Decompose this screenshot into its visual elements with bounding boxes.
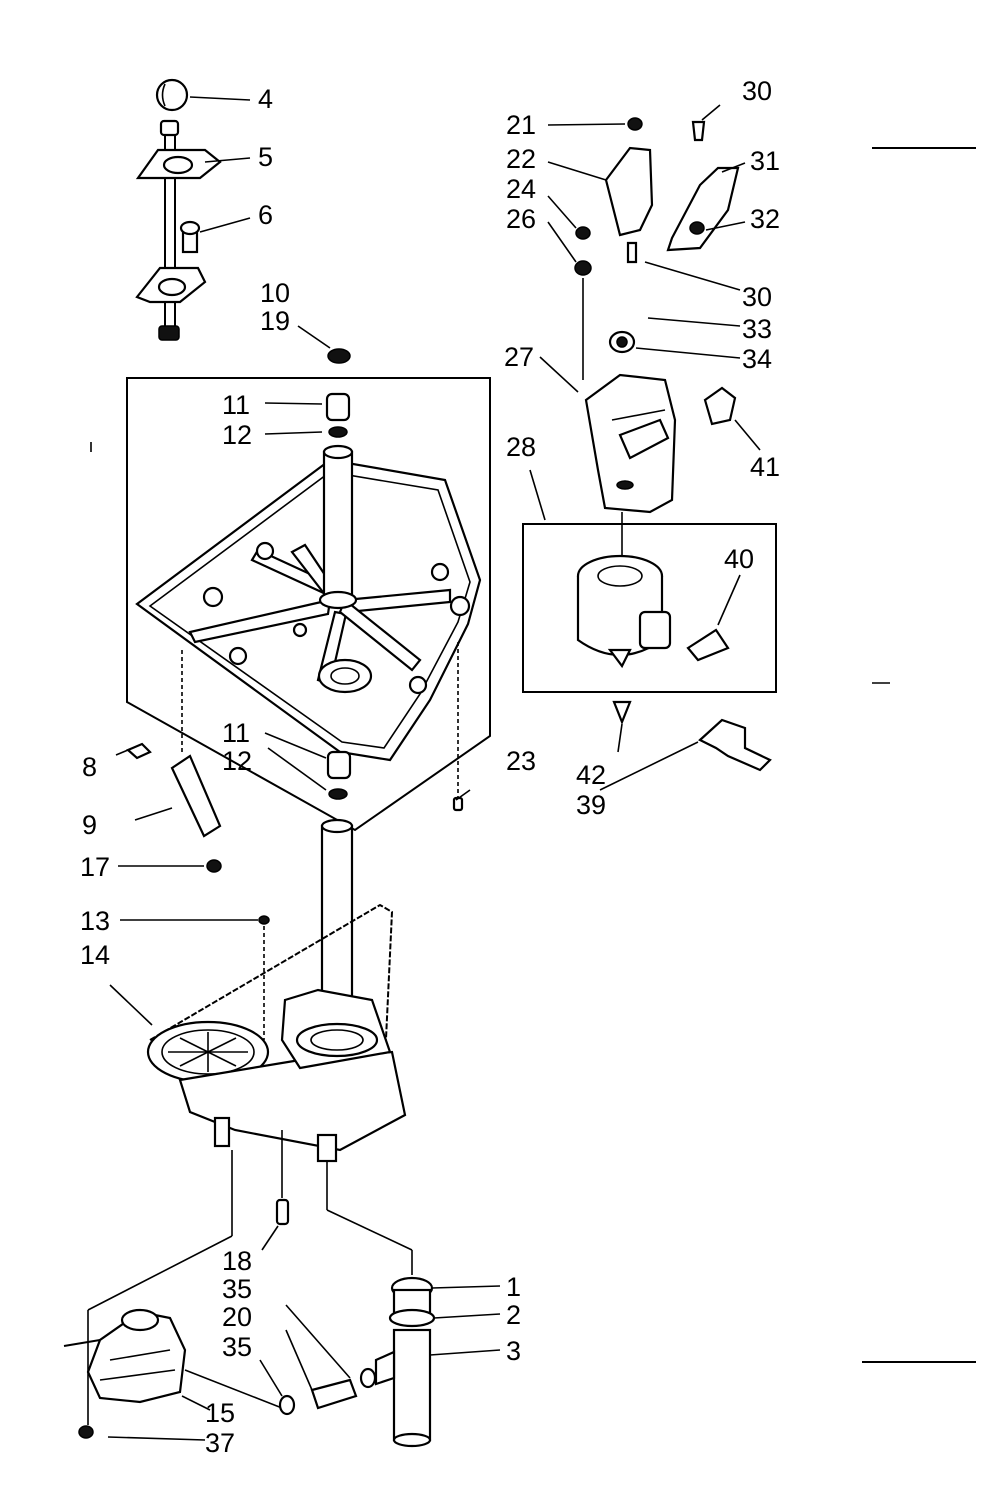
- label-37: 37: [205, 1428, 235, 1458]
- right-brackets: [574, 117, 740, 560]
- label-30b: 30: [742, 282, 772, 312]
- label-17: 17: [80, 852, 110, 882]
- label-35a: 35: [222, 1274, 252, 1304]
- label-19: 19: [260, 306, 290, 336]
- pump-15: [63, 1308, 283, 1439]
- bracket-9: [125, 742, 222, 873]
- label-20: 20: [222, 1302, 252, 1332]
- label-11a: 11: [222, 390, 250, 420]
- label-1: 1: [506, 1272, 521, 1302]
- label-11b: 11: [222, 718, 250, 748]
- label-35b: 35: [222, 1332, 252, 1362]
- label-8: 8: [82, 752, 97, 782]
- label-28: 28: [506, 432, 536, 462]
- label-12b: 12: [222, 746, 252, 776]
- label-22: 22: [506, 144, 536, 174]
- motor-box: [522, 523, 777, 772]
- label-18: 18: [222, 1246, 252, 1276]
- label-39: 39: [576, 790, 606, 820]
- label-33: 33: [742, 314, 772, 344]
- margin-marks: [90, 147, 976, 1363]
- label-10: 10: [260, 278, 290, 308]
- label-34: 34: [742, 344, 772, 374]
- label-26: 26: [506, 204, 536, 234]
- hose-20: [278, 1367, 377, 1416]
- label-12a: 12: [222, 420, 252, 450]
- label-6: 6: [258, 200, 273, 230]
- label-21: 21: [506, 110, 536, 140]
- label-4: 4: [258, 84, 273, 114]
- part-labels: 4 5 6 10 19 11 12 11 12 23 8 9 17 13 14 …: [80, 76, 780, 1458]
- label-42: 42: [576, 760, 606, 790]
- label-9: 9: [82, 810, 97, 840]
- drain-tube: [374, 1276, 436, 1448]
- label-5: 5: [258, 142, 273, 172]
- label-31: 31: [750, 146, 780, 176]
- label-2: 2: [506, 1300, 521, 1330]
- label-24: 24: [506, 174, 536, 204]
- label-40: 40: [724, 544, 754, 574]
- label-3: 3: [506, 1336, 521, 1366]
- top-bracket-assembly: [135, 78, 222, 341]
- label-14: 14: [80, 940, 110, 970]
- label-41: 41: [750, 452, 780, 482]
- label-30a: 30: [742, 76, 772, 106]
- label-32: 32: [750, 204, 780, 234]
- label-13: 13: [80, 906, 110, 936]
- transmission-lower: [87, 818, 413, 1425]
- label-15: 15: [205, 1398, 235, 1428]
- transmission-box: [126, 348, 491, 832]
- label-23: 23: [506, 746, 536, 776]
- label-27: 27: [504, 342, 534, 372]
- leader-lines: [107, 96, 761, 1441]
